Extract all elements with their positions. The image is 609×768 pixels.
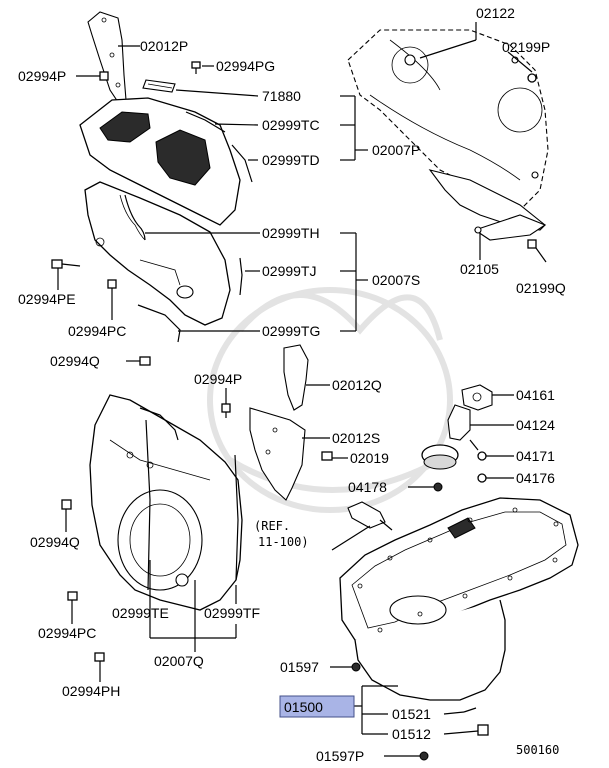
seal-02999TD	[231, 144, 253, 183]
label-04176[interactable]: 04176	[516, 470, 555, 486]
label-02199Q[interactable]: 02199Q	[516, 280, 566, 296]
label-04171[interactable]: 04171	[516, 448, 555, 464]
seal-02012P	[87, 11, 127, 103]
label-02122[interactable]: 02122	[476, 5, 515, 21]
seal-02999TG	[137, 304, 181, 343]
label-01500[interactable]: 01500	[284, 699, 323, 715]
label-02105[interactable]: 02105	[460, 261, 499, 277]
bolt-02199P	[527, 73, 537, 83]
bolt-02994P-top	[99, 71, 109, 81]
bolt-01597P	[419, 751, 429, 761]
label-02994PH[interactable]: 02994PH	[62, 683, 120, 699]
bolt-02994PC-upper	[107, 279, 117, 300]
label-04124[interactable]: 04124	[516, 417, 555, 433]
label-02012P[interactable]: 02012P	[140, 38, 188, 54]
seal-02012S	[249, 407, 306, 501]
bolt-04171	[477, 451, 487, 461]
label-02999TH[interactable]: 02999TH	[262, 225, 320, 241]
strip-71880	[142, 79, 176, 93]
reference-part-sensor	[347, 501, 393, 531]
label-04161[interactable]: 04161	[516, 387, 555, 403]
seal-02999TH	[124, 194, 146, 241]
label-02994PE[interactable]: 02994PE	[18, 291, 76, 307]
label-02007P[interactable]: 02007P	[372, 142, 420, 158]
seal-02999TF	[234, 454, 239, 581]
watermark-emblem	[207, 287, 453, 513]
label-02994P-top[interactable]: 02994P	[18, 68, 66, 84]
label-02994Q-lower[interactable]: 02994Q	[30, 534, 80, 550]
part-02019	[321, 451, 333, 461]
label-02999TD[interactable]: 02999TD	[262, 152, 320, 168]
seal-02999TJ	[239, 257, 243, 296]
gasket-04161	[461, 384, 493, 411]
label-02999TG[interactable]: 02999TG	[262, 323, 320, 339]
gasket-01521	[463, 707, 477, 713]
highlight-box	[279, 695, 355, 718]
bolt-02994P-lower	[221, 403, 231, 418]
bolt-02199Q	[527, 239, 537, 249]
label-02019[interactable]: 02019	[350, 450, 389, 466]
label-02007Q[interactable]: 02007Q	[154, 653, 204, 669]
label-02999TC[interactable]: 02999TC	[262, 117, 320, 133]
label-02999TF[interactable]: 02999TF	[204, 605, 260, 621]
reference-line1: (REF.	[254, 519, 290, 533]
label-01521[interactable]: 01521	[392, 706, 431, 722]
seal-02012Q	[283, 344, 309, 411]
label-02994Q-upper[interactable]: 02994Q	[50, 353, 100, 369]
oil-strainer-04124	[421, 404, 471, 470]
label-02999TJ[interactable]: 02999TJ	[262, 263, 316, 279]
bolt-02994PE	[51, 259, 81, 269]
plug-01512	[477, 724, 489, 736]
seal-02999TE	[139, 407, 179, 591]
label-02994PC-upper[interactable]: 02994PC	[68, 323, 126, 339]
nut-04176	[477, 473, 487, 483]
label-71880[interactable]: 71880	[262, 88, 301, 104]
reference-line2: 11-100)	[258, 535, 309, 549]
label-02994PC-lower[interactable]: 02994PC	[38, 625, 96, 641]
bolt-04178	[433, 482, 443, 492]
middle-timing-cover-part	[84, 181, 231, 326]
oil-pan-part	[339, 497, 579, 701]
label-02007S[interactable]: 02007S	[372, 272, 420, 288]
label-02994P-lower[interactable]: 02994P	[194, 371, 242, 387]
bolt-02994Q-lower	[61, 499, 72, 522]
label-02994PG[interactable]: 02994PG	[216, 58, 275, 74]
label-02012Q[interactable]: 02012Q	[332, 377, 382, 393]
bolt-02994Q-upper	[139, 356, 151, 366]
label-02012S[interactable]: 02012S	[332, 430, 380, 446]
bolt-02994PH	[94, 652, 105, 674]
bolt-02994PG	[191, 61, 201, 74]
label-02999TE[interactable]: 02999TE	[112, 605, 169, 621]
label-01597P[interactable]: 01597P	[316, 748, 364, 764]
label-02199P[interactable]: 02199P	[502, 39, 550, 55]
label-01597[interactable]: 01597	[280, 659, 319, 675]
bracket-02105-part	[428, 169, 547, 241]
diagram-id: 500160	[516, 743, 559, 757]
lower-timing-cover-part	[89, 394, 243, 611]
leader-lines	[57, 22, 547, 757]
label-01512[interactable]: 01512	[392, 726, 431, 742]
bolt-01597	[351, 662, 361, 672]
seal-02999TC	[185, 111, 226, 133]
bolt-02994PC-lower	[67, 591, 78, 612]
upper-timing-cover-part	[79, 97, 241, 226]
label-04178[interactable]: 04178	[348, 479, 387, 495]
